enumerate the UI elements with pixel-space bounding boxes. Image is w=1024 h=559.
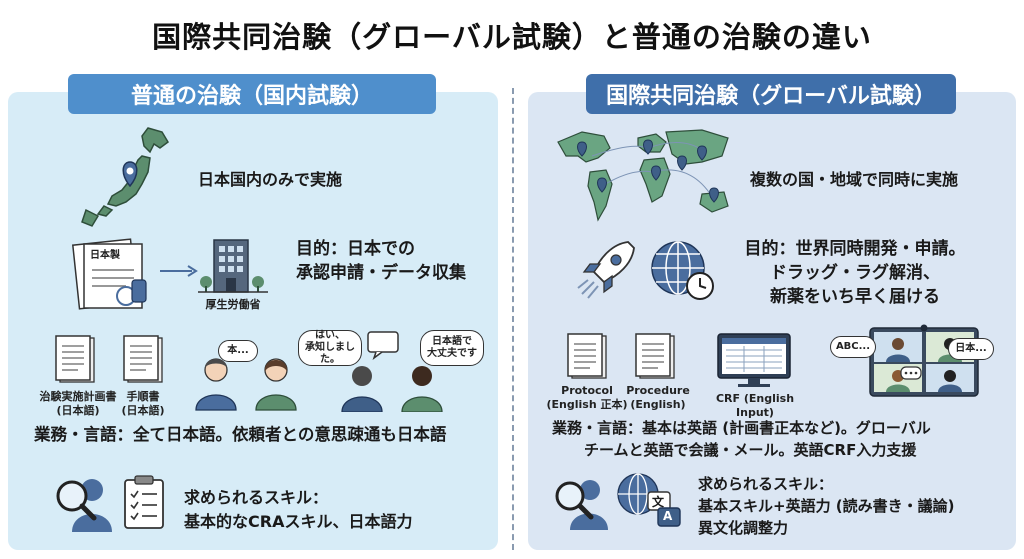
- magnifier-person-icon: [56, 479, 112, 532]
- global-language-line1: 業務・言語：基本は英語 (計画書正本など)。グローバル: [552, 419, 931, 437]
- domestic-language-text: 業務・言語：全て日本語。依頼者との意思疎通も日本語: [34, 425, 447, 444]
- speech-bubble-3: 日本語で大丈夫です: [420, 330, 484, 366]
- procedure-doc-label-1: 手順書: [126, 390, 160, 403]
- approval-document-icon: [71, 238, 147, 310]
- procedure-english-label-2: (English): [630, 398, 686, 411]
- domestic-skills-line2: 基本的なCRAスキル、日本語力: [184, 512, 413, 531]
- two-people-talking-icon: [195, 358, 297, 411]
- chat-dots-icon: [900, 366, 922, 380]
- magnifier-person-icon-right: [555, 480, 608, 530]
- speech-bubble-japanese: 日本...: [948, 338, 994, 360]
- crf-label: CRF (English Input): [715, 392, 795, 419]
- procedure-document-icon: [123, 335, 163, 383]
- domestic-location-text: 日本国内のみで実施: [198, 170, 343, 189]
- protocol-english-document-icon: [567, 333, 607, 379]
- crf-monitor-icon: [717, 333, 791, 387]
- document-label: 日本製: [90, 250, 120, 261]
- global-skills-line2: 基本スキル+英語力 (読み書き・議論): [698, 497, 955, 515]
- arrow-right-icon: [160, 265, 198, 277]
- translate-letter-a: A: [663, 509, 673, 523]
- procedure-english-document-icon: [635, 333, 675, 379]
- domestic-trial-panel: [8, 92, 498, 550]
- domestic-trial-header: 普通の治験（国内試験）: [68, 74, 436, 114]
- global-purpose-line3: 新薬をいち早く届ける: [770, 287, 940, 307]
- global-location-text: 複数の国・地域で同時に実施: [750, 170, 959, 189]
- procedure-doc-label-2: (日本語): [121, 404, 165, 417]
- procedure-english-label-1: Procedure: [626, 384, 690, 397]
- global-skills-line1: 求められるスキル：: [698, 475, 834, 493]
- global-skills-line3: 異文化調整力: [698, 519, 789, 537]
- bubble3-line1: 日本語で: [432, 336, 472, 347]
- protocol-doc-label-1: 治験実施計画書: [39, 390, 117, 403]
- domestic-purpose-line1: 目的：日本での: [296, 239, 415, 259]
- speech-bubble-abc: ABC...: [830, 336, 876, 358]
- protocol-doc-label-2: (日本語): [56, 404, 100, 417]
- bubble2-line1: はい、: [315, 330, 345, 341]
- global-trial-panel: [528, 92, 1016, 550]
- checklist-icon: [124, 475, 164, 529]
- video-conference-icon: [869, 324, 979, 397]
- bubble3-line2: 大丈夫です: [427, 348, 477, 359]
- global-purpose-line2: ドラッグ・ラグ解消、: [770, 263, 940, 283]
- rocket-icon: [577, 241, 635, 299]
- speech-bubble-2: はい、承知しました。: [298, 330, 362, 366]
- ministry-label: 厚生労働省: [205, 298, 261, 311]
- bubble2-line2: 承知しました。: [305, 342, 355, 365]
- world-map-icon: [557, 129, 729, 222]
- chat-icon: [367, 331, 399, 360]
- protocol-english-label-2: (English 正本): [546, 398, 628, 411]
- japan-map-icon: [81, 127, 169, 227]
- two-men-talking-icon: [341, 366, 443, 412]
- global-trial-header: 国際共同治験（グローバル試験）: [586, 74, 956, 114]
- translate-letter-wen: 文: [652, 495, 665, 509]
- speech-bubble-1: 本...: [218, 340, 258, 362]
- ministry-building-icon: [198, 239, 268, 293]
- domestic-skills-line1: 求められるスキル：: [184, 488, 329, 507]
- globe-translate-icon: [617, 473, 681, 527]
- global-purpose-line1: 目的：世界同時開発・申請。: [744, 239, 966, 259]
- protocol-english-label-1: Protocol: [561, 384, 613, 397]
- global-language-line2: チームと英語で会議・メール。英語CRF入力支援: [584, 441, 917, 459]
- protocol-document-icon: [55, 335, 95, 383]
- globe-clock-icon: [651, 241, 714, 300]
- center-divider: [512, 88, 514, 550]
- page-title: 国際共同治験（グローバル試験）と普通の治験の違い: [152, 20, 872, 54]
- domestic-purpose-line2: 承認申請・データ収集: [296, 263, 466, 283]
